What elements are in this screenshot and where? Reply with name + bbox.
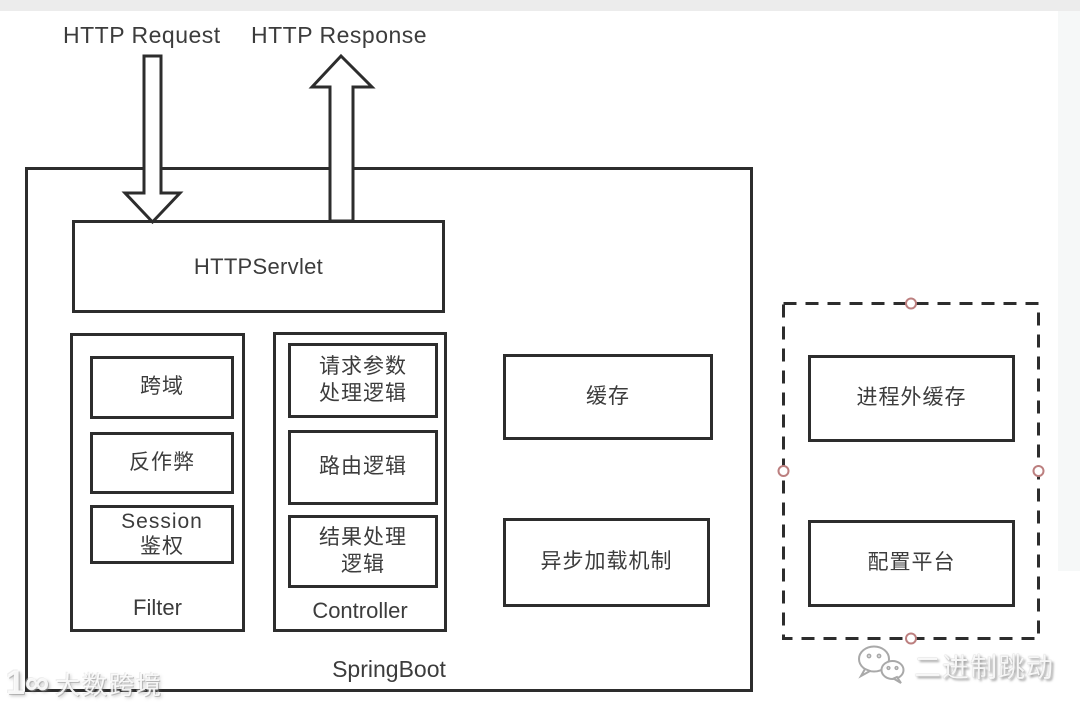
cross-domain-label: 跨域	[140, 375, 184, 399]
filter-item-box: 反作弊	[90, 432, 234, 494]
binary-beat-text: 二进制跳动	[914, 652, 1054, 683]
springboot-title: SpringBoot	[332, 656, 446, 682]
routing-logic-label: 路由逻辑	[319, 455, 407, 479]
selection-handle-top[interactable]	[905, 297, 917, 310]
controller-item-box: 结果处理 逻辑	[288, 515, 438, 588]
session-auth-label: Session 鉴权	[121, 510, 203, 558]
http-response-label: HTTP Response	[251, 22, 428, 48]
controller-item-box: 请求参数 处理逻辑	[288, 343, 438, 418]
config-platform-label: 配置平台	[867, 551, 956, 575]
external-dashed-box	[777, 297, 1045, 645]
controller-item-box: 路由逻辑	[288, 430, 438, 505]
external-cache-box: 进程外缓存	[808, 355, 1015, 442]
filter-item-box: 跨域	[90, 356, 234, 419]
wechat-icon	[858, 645, 905, 684]
page-edge-top	[0, 0, 1080, 11]
filter-item-box: Session 鉴权	[90, 505, 234, 564]
async-load-label: 异步加载机制	[540, 550, 673, 574]
http-response-arrow-icon	[308, 53, 376, 223]
watermark-binary-beat: 二进制跳动	[856, 644, 1054, 686]
config-platform-box: 配置平台	[808, 520, 1015, 607]
http-request-arrow-icon	[121, 54, 184, 225]
selection-handle-right[interactable]	[1032, 465, 1045, 477]
request-param-logic-label: 请求参数 处理逻辑	[319, 355, 407, 405]
controller-group-box: 请求参数 处理逻辑 路由逻辑 结果处理 逻辑 Controller	[273, 332, 447, 632]
result-logic-label: 结果处理 逻辑	[319, 526, 407, 576]
page-edge-right	[1058, 11, 1080, 571]
async-load-box: 异步加载机制	[503, 518, 710, 607]
cache-box: 缓存	[503, 354, 713, 440]
cache-label: 缓存	[586, 384, 630, 408]
anti-cheat-label: 反作弊	[129, 450, 195, 474]
httpservlet-box: HTTPServlet	[72, 220, 445, 313]
http-request-label: HTTP Request	[63, 22, 221, 48]
selection-handle-bottom[interactable]	[905, 632, 917, 645]
selection-handle-left[interactable]	[777, 465, 790, 477]
filter-title: Filter	[133, 595, 182, 620]
springboot-container-box	[25, 167, 753, 692]
controller-title: Controller	[312, 598, 408, 623]
filter-group-box: 跨域 反作弊 Session 鉴权 Filter	[70, 333, 245, 632]
httpservlet-label: HTTPServlet	[193, 253, 324, 279]
external-cache-label: 进程外缓存	[856, 386, 967, 410]
